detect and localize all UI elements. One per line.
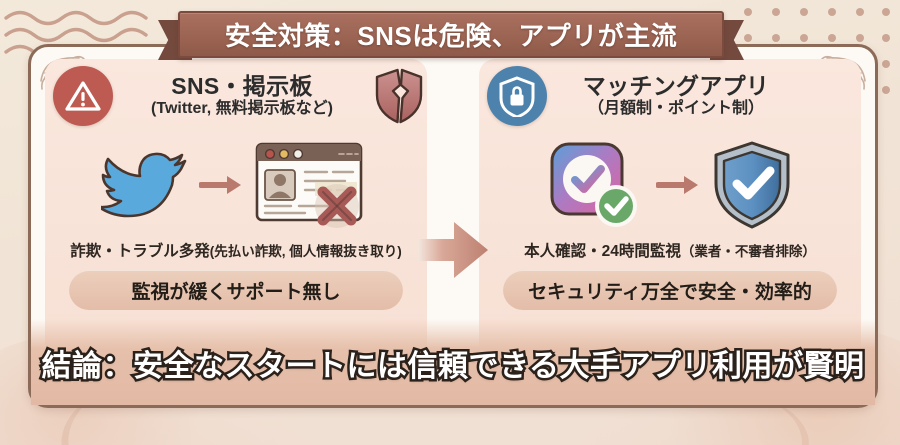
panel-sns-title: SNS・掲示板 [171,72,313,99]
panel-sns-note: 詐欺・トラブル多発(先払い詐欺, 個人情報抜き取り) [45,239,427,261]
main-card: SNS・掲示板 (Twitter, 無料掲示板など) [28,44,878,408]
panel-sns-note-main: 詐欺・トラブル多発 [70,243,210,260]
shield-lock-icon [487,66,547,126]
panel-matching-app-title: マッチングアプリ [582,72,770,99]
warning-triangle-icon [53,66,113,126]
panel-matching-app-figure [479,133,861,237]
panel-matching-app: マッチングアプリ （月額制・ポイント制） [479,59,861,359]
panel-matching-app-note-main: 本人確認・24時間監視 [524,243,681,260]
panel-matching-app-pill-label: セキュリティ万全で安全・効率的 [528,281,812,303]
panel-sns-subtitle: (Twitter, 無料掲示板など) [151,99,333,117]
big-arrow-right-icon [418,222,488,278]
comparison-panels: SNS・掲示板 (Twitter, 無料掲示板など) [45,59,861,359]
conclusion-text: 結論：安全なスタートには信頼できる大手アプリ利用が賢明 [39,348,866,386]
app-checkmark-icon [550,142,637,227]
title-text: 安全対策：SNSは危険、アプリが主流 [224,21,678,51]
panel-matching-app-subtitle: （月額制・ポイント制） [587,99,764,117]
panel-matching-app-note: 本人確認・24時間監視（業者・不審者排除） [479,239,861,261]
panel-matching-app-header: マッチングアプリ （月額制・ポイント制） [479,59,861,133]
panel-matching-app-note-paren: （業者・不審者排除） [680,244,816,259]
panel-sns-note-paren: (先払い詐欺, 個人情報抜き取り) [209,244,402,259]
title-ribbon: 安全対策：SNSは危険、アプリが主流 [158,11,744,60]
panel-sns-pill-label: 監視が緩くサポート無し [131,281,341,303]
shield-check-icon [714,141,790,229]
panel-sns-figure [45,133,427,237]
browser-profile-rejected-icon [255,142,363,228]
panel-matching-app-pill: セキュリティ万全で安全・効率的 [503,270,837,310]
conclusion: 結論：安全なスタートには信頼できる大手アプリ利用が賢明 [39,339,866,387]
green-check-badge-icon [595,185,637,227]
panel-sns-title-block: SNS・掲示板 (Twitter, 無料掲示板など) [113,74,371,118]
panel-matching-app-title-block: マッチングアプリ （月額制・ポイント制） [547,74,805,118]
twitter-bird-icon [101,152,187,218]
arrow-right-icon [199,176,241,194]
panel-sns-header: SNS・掲示板 (Twitter, 無料掲示板など) [45,59,427,133]
red-x-mark-icon [315,184,359,228]
arrow-right-icon [656,176,698,194]
title-plate: 安全対策：SNSは危険、アプリが主流 [178,11,724,58]
panel-sns-pill: 監視が緩くサポート無し [69,270,403,310]
broken-shield-icon [371,67,427,125]
panel-sns: SNS・掲示板 (Twitter, 無料掲示板など) [45,59,427,359]
